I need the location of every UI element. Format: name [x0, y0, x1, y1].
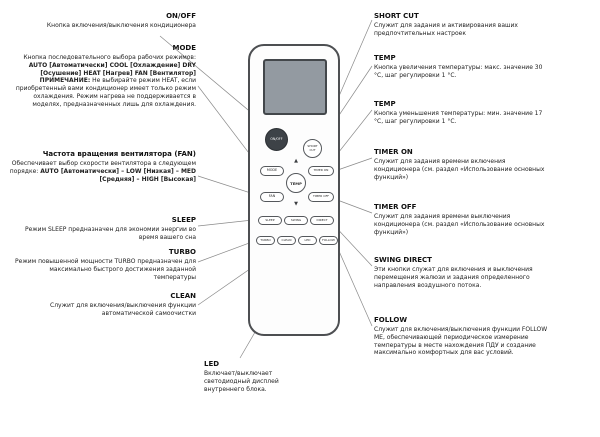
remote-control-illustration: ON/OFF SHORT CUT MODE TIMER ON ▲ TEMP ▼ …	[248, 44, 340, 336]
callout-text: Служит для включения/выключения функции …	[50, 301, 196, 317]
mode-note-title: ПРИМЕЧАНИЕ:	[39, 77, 91, 85]
callout-text: Служит для задания и активирования ваших…	[374, 21, 518, 37]
callout-text: Кнопка уменьшения температуры: мин. знач…	[374, 109, 543, 125]
callout-title: CLEAN	[170, 292, 196, 300]
mode-modes-list: AUTO [Автоматически] COOL [Охлаждение] D…	[28, 61, 196, 77]
clean-button: CLEAN	[277, 236, 296, 245]
callout-timer-off: TIMER OFF Служит для задания времени вык…	[374, 203, 550, 236]
temp-up-icon: ▲	[294, 158, 298, 164]
fan-intro: Обеспечивает выбор скорости вентилятора …	[9, 159, 196, 175]
callout-title: SLEEP	[171, 216, 196, 224]
led-button: LED	[298, 236, 317, 245]
callout-fan: Частота вращения вентилятора (FAN) Обесп…	[8, 150, 196, 183]
temp-control-cluster: ▲ TEMP ▼	[283, 159, 309, 207]
fan-speeds-list: AUTO [Автоматически] – LOW [Низкая] – ME…	[40, 167, 196, 183]
mode-intro: Кнопка последовательного выбора рабочих …	[23, 53, 196, 61]
callout-title: LED	[204, 360, 220, 368]
callout-title: FOLLOW	[374, 316, 408, 324]
callout-title: MODE	[172, 44, 196, 52]
callout-title: TEMP	[374, 100, 396, 108]
fan-button: FAN	[260, 192, 284, 202]
callout-text: Эти кнопки служат для включения и выключ…	[374, 265, 533, 289]
remote-display-screen	[263, 59, 327, 115]
mode-button: MODE	[260, 166, 284, 176]
direct-button: DIRECT	[310, 216, 334, 225]
callout-led: LED Включает/выключает светодиодный дисп…	[204, 360, 286, 393]
timer-off-button: TIMER OFF	[308, 192, 334, 202]
callout-temp-down: TEMP Кнопка уменьшения температуры: мин.…	[374, 100, 550, 126]
callout-text: Включает/выключает светодиодный дисплей …	[204, 369, 279, 393]
callout-onoff: ON/OFF Кнопка включения/выключения конди…	[8, 12, 196, 30]
mode-note: Не выбирайте режим HEAT, если приобретен…	[15, 77, 196, 109]
turbo-button: TURBO	[256, 236, 275, 245]
callout-title: SWING DIRECT	[374, 256, 432, 264]
callout-text: Кнопка включения/выключения кондиционера	[46, 21, 196, 29]
callout-mode: MODE Кнопка последовательного выбора раб…	[8, 44, 196, 109]
callout-follow: FOLLOW Служит для включения/выключения ф…	[374, 316, 550, 357]
timer-on-button: TIMER ON	[308, 166, 334, 176]
swing-button: SWING	[284, 216, 308, 225]
callout-title: TURBO	[168, 248, 196, 256]
callout-text: Кнопка последовательного выбора рабочих …	[8, 54, 196, 109]
onoff-button: ON/OFF	[265, 128, 288, 151]
callout-text: Кнопка увеличения температуры: макс. зна…	[374, 63, 543, 79]
callout-text: Режим SLEEP предназначен для экономии эн…	[24, 225, 196, 241]
callout-text: Служит для включения/выключения функции …	[374, 325, 548, 357]
temp-label: TEMP	[286, 173, 306, 193]
callout-title: TIMER OFF	[374, 203, 417, 211]
callout-timer-on: TIMER ON Служит для задания времени вклю…	[374, 148, 550, 181]
callout-title: TEMP	[374, 54, 396, 62]
callout-swing-direct: SWING DIRECT Эти кнопки служат для включ…	[374, 256, 550, 289]
callout-shortcut: SHORT CUT Служит для задания и активиров…	[374, 12, 550, 38]
callout-title: SHORT CUT	[374, 12, 419, 20]
shortcut-button: SHORT CUT	[303, 139, 322, 158]
callout-text: Служит для задания времени выключения ко…	[374, 212, 545, 236]
callout-title: TIMER ON	[374, 148, 413, 156]
callout-temp-up: TEMP Кнопка увеличения температуры: макс…	[374, 54, 550, 80]
temp-down-icon: ▼	[294, 201, 298, 207]
callout-turbo: TURBO Режим повышенной мощности TURBO пр…	[8, 248, 196, 281]
callout-text: Служит для задания времени включения кон…	[374, 157, 545, 181]
callout-title: Частота вращения вентилятора (FAN)	[42, 150, 196, 158]
callout-text: Обеспечивает выбор скорости вентилятора …	[8, 160, 196, 184]
sleep-button: SLEEP	[258, 216, 282, 225]
callout-title: ON/OFF	[166, 12, 196, 20]
follow-button: FOLLOW	[319, 236, 338, 245]
callout-sleep: SLEEP Режим SLEEP предназначен для эконо…	[8, 216, 196, 242]
callout-clean: CLEAN Служит для включения/выключения фу…	[8, 292, 196, 318]
callout-text: Режим повышенной мощности TURBO предназн…	[15, 257, 196, 281]
